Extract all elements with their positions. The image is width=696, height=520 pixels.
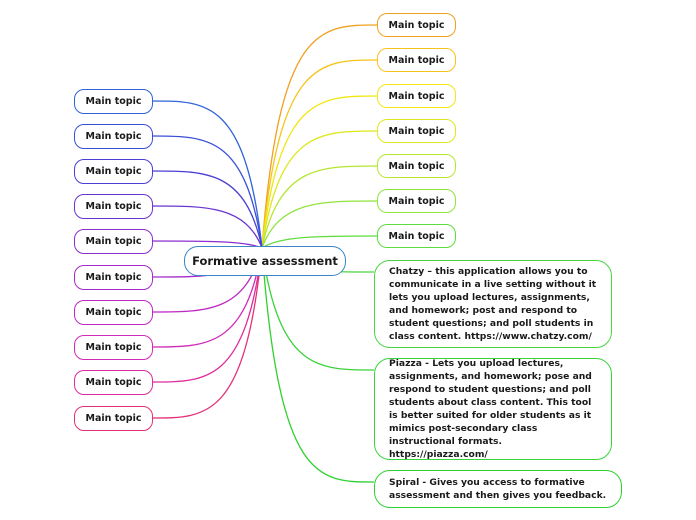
left-topic-10[interactable]: Main topic [74, 406, 153, 431]
topic-label: Main topic [388, 19, 445, 31]
right-topic-1[interactable]: Main topic [377, 13, 456, 37]
connector-left-1 [152, 100, 263, 249]
topic-label: Main topic [85, 96, 142, 107]
topic-label: Main topic [388, 54, 445, 66]
note-text: Piazza - Lets you upload lectures, assig… [389, 358, 592, 460]
connector-left-8 [152, 247, 263, 348]
connector-right-2 [261, 59, 378, 249]
topic-label: Main topic [388, 90, 445, 102]
left-topic-9[interactable]: Main topic [74, 370, 153, 395]
central-topic-label: Formative assessment [192, 254, 338, 268]
left-topic-1[interactable]: Main topic [74, 89, 153, 114]
connector-right-4 [261, 130, 378, 249]
connector-right-1 [261, 24, 378, 249]
connector-left-3 [152, 170, 263, 249]
note-piazza[interactable]: Piazza - Lets you upload lectures, assig… [374, 358, 612, 460]
connector-left-10 [152, 247, 263, 419]
connector-right-5 [261, 165, 378, 249]
topic-label: Main topic [85, 377, 142, 388]
topic-label: Main topic [85, 413, 142, 424]
central-topic[interactable]: Formative assessment [184, 246, 346, 276]
left-topic-2[interactable]: Main topic [74, 124, 153, 149]
note-text: Spiral - Gives you access to formative a… [389, 477, 607, 501]
connector-right-7 [261, 235, 378, 249]
right-topic-5[interactable]: Main topic [377, 154, 456, 178]
topic-label: Main topic [85, 166, 142, 177]
topic-label: Main topic [85, 131, 142, 142]
right-topic-3[interactable]: Main topic [377, 84, 456, 108]
left-topic-5[interactable]: Main topic [74, 229, 153, 254]
note-spiral[interactable]: Spiral - Gives you access to formative a… [374, 470, 622, 508]
connector-left-9 [152, 247, 263, 383]
left-topic-8[interactable]: Main topic [74, 335, 153, 360]
topic-label: Main topic [388, 230, 445, 242]
connector-left-2 [152, 135, 263, 249]
topic-label: Main topic [85, 272, 142, 283]
connector-note-3 [261, 247, 375, 483]
topic-label: Main topic [388, 160, 445, 172]
left-topic-7[interactable]: Main topic [74, 300, 153, 325]
connector-left-4 [152, 205, 263, 249]
topic-label: Main topic [388, 125, 445, 137]
connector-note-2 [261, 247, 375, 371]
right-topic-6[interactable]: Main topic [377, 189, 456, 213]
topic-label: Main topic [85, 201, 142, 212]
connector-right-6 [261, 200, 378, 249]
topic-label: Main topic [85, 342, 142, 353]
right-topic-7[interactable]: Main topic [377, 224, 456, 248]
note-text: Chatzy – this application allows you to … [389, 266, 597, 342]
left-topic-6[interactable]: Main topic [74, 265, 153, 290]
left-topic-3[interactable]: Main topic [74, 159, 153, 184]
right-topic-4[interactable]: Main topic [377, 119, 456, 143]
topic-label: Main topic [388, 195, 445, 207]
left-topic-4[interactable]: Main topic [74, 194, 153, 219]
note-chatzy[interactable]: Chatzy – this application allows you to … [374, 260, 612, 348]
topic-label: Main topic [85, 236, 142, 247]
right-topic-2[interactable]: Main topic [377, 48, 456, 72]
connector-right-3 [261, 95, 378, 249]
topic-label: Main topic [85, 307, 142, 318]
